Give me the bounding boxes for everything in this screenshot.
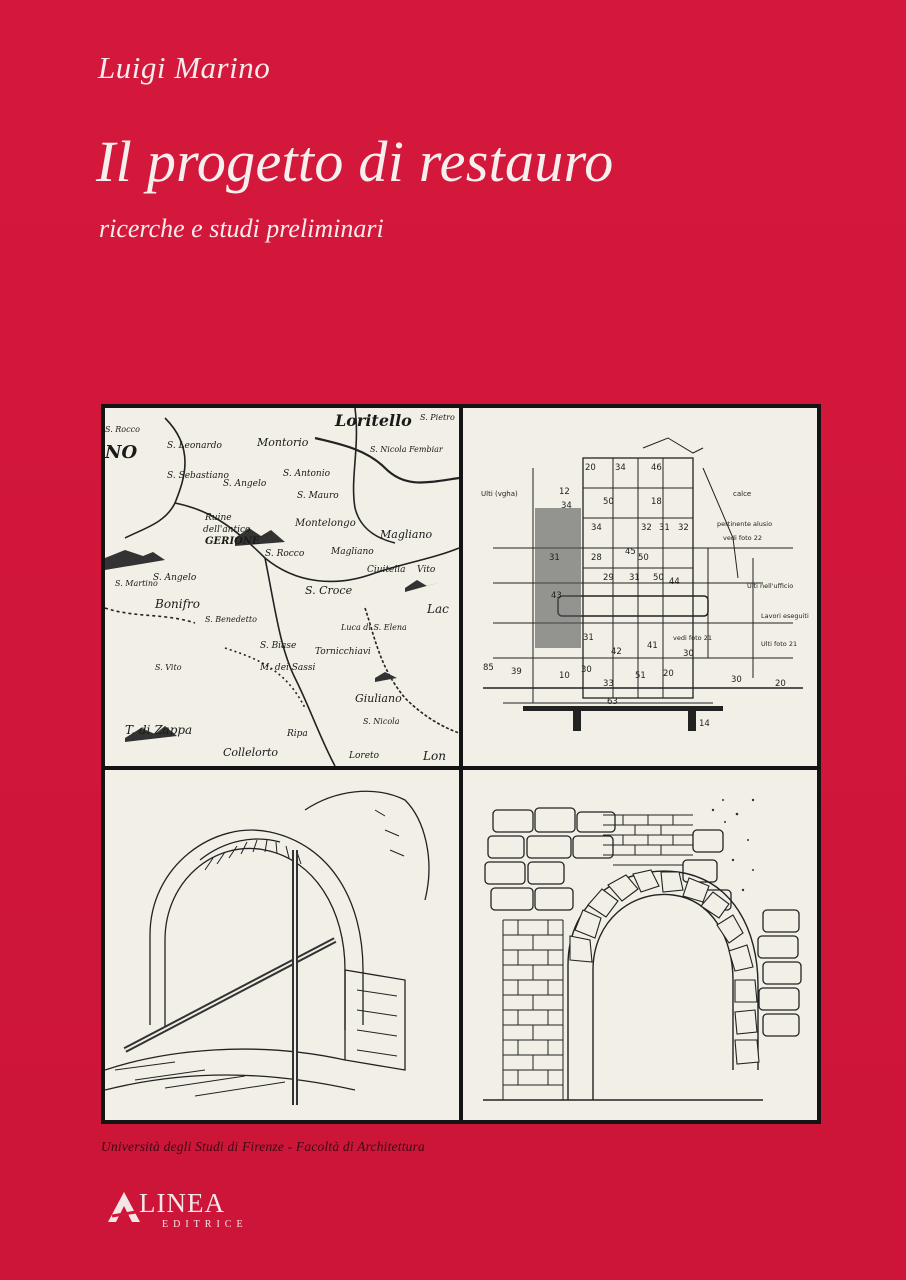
svg-text:31: 31	[629, 573, 640, 583]
historic-map-panel: Loritello S. Pietro NO S. Rocco S. Leona…	[105, 408, 459, 766]
svg-text:14: 14	[699, 719, 710, 729]
svg-text:20: 20	[775, 679, 786, 689]
publisher-subtitle: EDITRICE	[162, 1219, 248, 1230]
svg-text:34: 34	[615, 463, 626, 473]
svg-text:Bonifro: Bonifro	[154, 597, 200, 611]
svg-text:Loreto: Loreto	[348, 751, 380, 761]
alinea-a-logo-icon	[108, 1192, 140, 1222]
svg-text:S. Pietro: S. Pietro	[420, 413, 455, 422]
masonry-arch-panel	[463, 770, 817, 1120]
arch-strut-sketch-panel	[105, 770, 459, 1120]
svg-text:32: 32	[678, 523, 689, 533]
svg-text:T. di Zappa: T. di Zappa	[125, 723, 192, 737]
svg-text:Ripa: Ripa	[286, 729, 308, 739]
svg-text:S. Antonio: S. Antonio	[283, 469, 331, 479]
svg-text:43: 43	[551, 591, 562, 601]
svg-text:Ulti (vgha): Ulti (vgha)	[481, 490, 518, 498]
illustration-grid: Loritello S. Pietro NO S. Rocco S. Leona…	[101, 404, 821, 1124]
svg-text:44: 44	[669, 577, 680, 587]
institution-line: Università degli Studi di Firenze - Faco…	[101, 1139, 426, 1154]
svg-text:Lon: Lon	[422, 749, 446, 763]
svg-text:Collelorto: Collelorto	[223, 746, 278, 759]
svg-text:85: 85	[483, 663, 494, 673]
svg-text:S. Martino: S. Martino	[115, 579, 158, 588]
svg-text:30: 30	[731, 675, 742, 685]
svg-text:33: 33	[603, 679, 614, 689]
svg-text:Ulti foto 21: Ulti foto 21	[761, 640, 797, 648]
svg-text:28: 28	[591, 553, 602, 563]
masonry-arch-drawing	[483, 798, 802, 1101]
svg-text:Luca di S. Elena: Luca di S. Elena	[340, 623, 407, 632]
svg-text:Vito: Vito	[417, 565, 436, 575]
book-title: Il progetto di restauro	[96, 129, 614, 194]
svg-text:34: 34	[591, 523, 602, 533]
svg-text:S. Mauro: S. Mauro	[297, 491, 339, 501]
svg-text:46: 46	[651, 463, 662, 473]
svg-text:51: 51	[635, 671, 646, 681]
svg-text:42: 42	[611, 647, 622, 657]
svg-text:Lac: Lac	[426, 602, 449, 616]
svg-text:39: 39	[511, 667, 522, 677]
svg-text:S. Sebastiano: S. Sebastiano	[167, 471, 229, 481]
svg-text:Tornicchiavi: Tornicchiavi	[315, 647, 371, 657]
svg-text:45: 45	[625, 547, 636, 557]
svg-text:20: 20	[585, 463, 596, 473]
svg-text:NO: NO	[105, 442, 137, 463]
svg-text:S. Vito: S. Vito	[155, 663, 182, 672]
svg-text:S. Rocco: S. Rocco	[105, 425, 140, 434]
svg-text:31: 31	[549, 553, 560, 563]
historic-map-drawing: Loritello S. Pietro NO S. Rocco S. Leona…	[105, 408, 459, 766]
svg-text:calce: calce	[733, 490, 751, 498]
svg-text:32: 32	[641, 523, 652, 533]
svg-text:Ruine: Ruine	[204, 513, 232, 523]
svg-text:34: 34	[561, 501, 572, 511]
svg-text:31: 31	[659, 523, 670, 533]
svg-text:Giuliano: Giuliano	[355, 692, 402, 705]
svg-text:Ciuitella: Ciuitella	[367, 565, 406, 575]
svg-text:20: 20	[663, 669, 674, 679]
svg-text:30: 30	[683, 649, 694, 659]
svg-text:GERIONE: GERIONE	[205, 536, 260, 547]
svg-text:10: 10	[559, 671, 570, 681]
svg-text:18: 18	[651, 497, 662, 507]
svg-text:50: 50	[638, 553, 649, 563]
svg-text:M. dei Sassi: M. dei Sassi	[259, 663, 316, 673]
svg-text:dell'antico: dell'antico	[203, 525, 251, 535]
svg-text:S. Croce: S. Croce	[305, 584, 353, 597]
svg-text:Montelongo: Montelongo	[294, 518, 356, 529]
svg-text:S. Biase: S. Biase	[260, 641, 296, 651]
svg-text:Ulti nell'ufficio: Ulti nell'ufficio	[747, 582, 793, 590]
svg-text:50: 50	[603, 497, 614, 507]
book-subtitle: ricerche e studi preliminari	[99, 214, 384, 243]
svg-text:Loritello: Loritello	[334, 411, 412, 430]
svg-text:41: 41	[647, 641, 658, 651]
svg-text:S. Benedetto: S. Benedetto	[205, 615, 257, 624]
svg-text:vedi foto 21: vedi foto 21	[673, 634, 712, 642]
svg-text:pertinente alusio: pertinente alusio	[717, 520, 772, 528]
svg-text:12: 12	[559, 487, 570, 497]
svg-text:30: 30	[581, 665, 592, 675]
publisher-mark: LINEA EDITRICE	[106, 1188, 316, 1234]
svg-text:S. Rocco: S. Rocco	[265, 549, 305, 559]
svg-text:50: 50	[653, 573, 664, 583]
svg-text:S. Nicola Fembiar: S. Nicola Fembiar	[370, 445, 444, 454]
svg-text:31: 31	[583, 633, 594, 643]
svg-text:Lavori eseguiti: Lavori eseguiti	[761, 612, 809, 620]
svg-text:S. Leonardo: S. Leonardo	[167, 441, 223, 451]
svg-text:63: 63	[607, 697, 618, 707]
author-name: Luigi Marino	[98, 50, 271, 85]
svg-text:Montorio: Montorio	[256, 436, 309, 449]
svg-text:S. Angelo: S. Angelo	[223, 479, 267, 489]
svg-text:S. Angelo: S. Angelo	[153, 573, 197, 583]
svg-text:S. Nicola: S. Nicola	[363, 717, 400, 726]
svg-text:vedi foto 22: vedi foto 22	[723, 534, 762, 542]
publisher-name: LINEA	[139, 1188, 225, 1218]
arch-strut-drawing	[105, 790, 430, 1105]
svg-text:Magliano: Magliano	[379, 528, 433, 541]
svg-text:29: 29	[603, 573, 614, 583]
svg-text:Magliano: Magliano	[330, 547, 374, 557]
